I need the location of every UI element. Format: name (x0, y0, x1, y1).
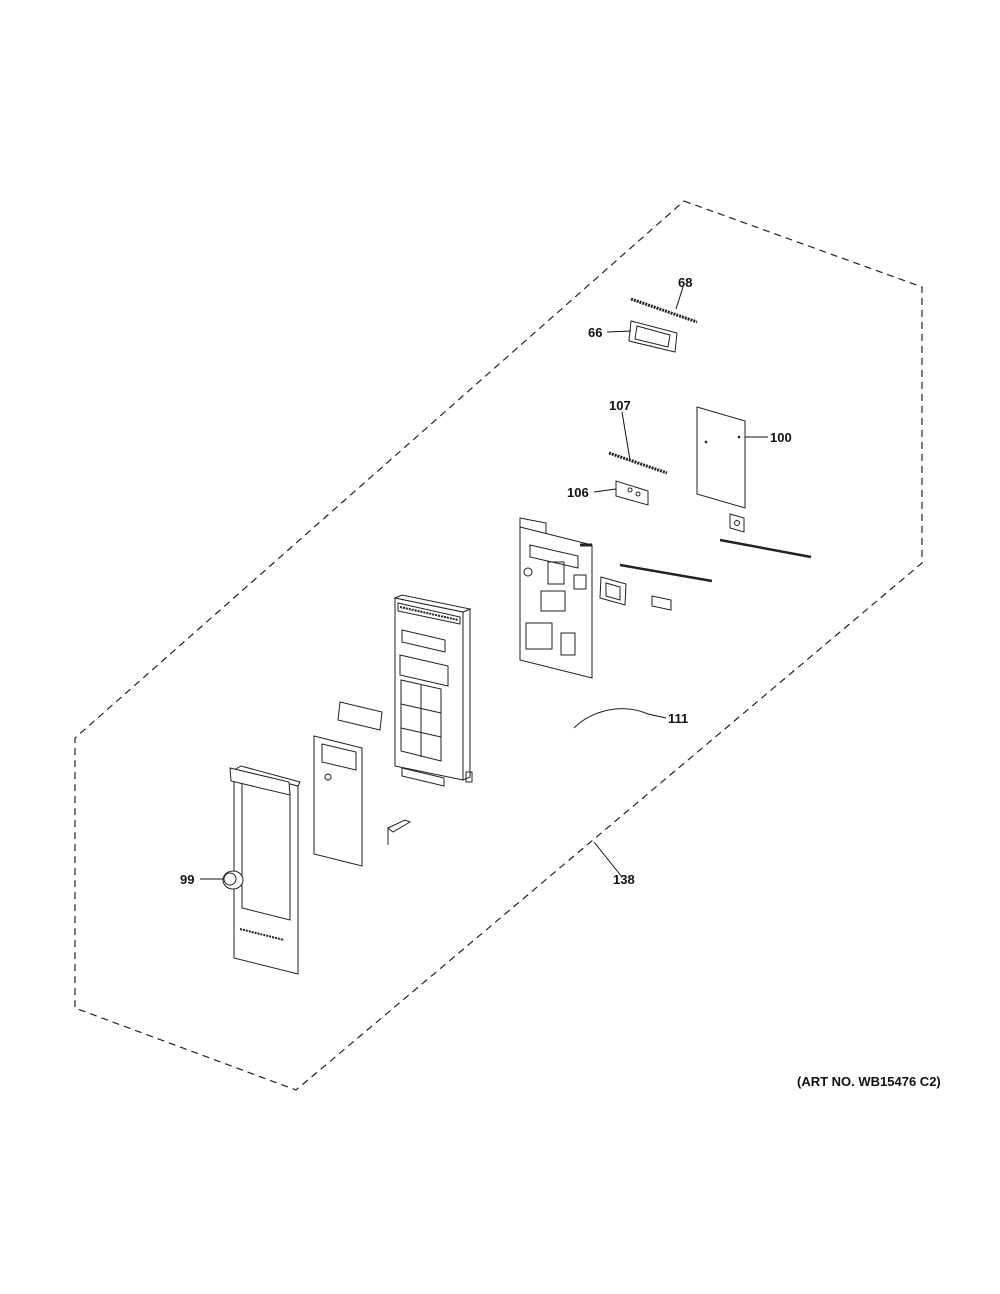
display-window-part (337, 701, 383, 731)
callout-66: 66 (588, 325, 602, 340)
leader-111 (647, 713, 667, 719)
leader-107 (621, 411, 631, 461)
square-frame-part (599, 576, 627, 606)
art-number: (ART NO. WB15476 C2) (797, 1074, 941, 1089)
part-100-sheet (696, 406, 746, 509)
part-99-knob (222, 870, 244, 890)
keypad-membrane (313, 735, 363, 867)
callout-106: 106 (567, 485, 589, 500)
leader-66 (606, 330, 632, 333)
part-68-screw (630, 297, 698, 324)
callout-99: 99 (180, 872, 194, 887)
front-panel-cover (229, 765, 301, 975)
callout-68: 68 (678, 275, 692, 290)
wire-harness-111 (573, 708, 649, 729)
part-106-board (615, 480, 649, 506)
part-107-screw (608, 451, 668, 475)
control-panel-frame (393, 594, 473, 787)
clip-part (729, 513, 745, 533)
leader-68 (675, 286, 684, 310)
rod-upper (719, 538, 812, 559)
leader-138 (593, 841, 623, 878)
rod-lower (619, 563, 713, 583)
part-66-bracket (628, 320, 678, 353)
connector-part (387, 819, 412, 845)
leader-106 (593, 488, 617, 493)
callout-111: 111 (668, 711, 688, 726)
callout-100: 100 (770, 430, 792, 445)
assembly-boundary-dashed (74, 200, 923, 1091)
callout-107: 107 (609, 398, 631, 413)
control-board (519, 517, 593, 679)
small-tab-part (651, 595, 672, 611)
callout-138: 138 (613, 872, 635, 887)
